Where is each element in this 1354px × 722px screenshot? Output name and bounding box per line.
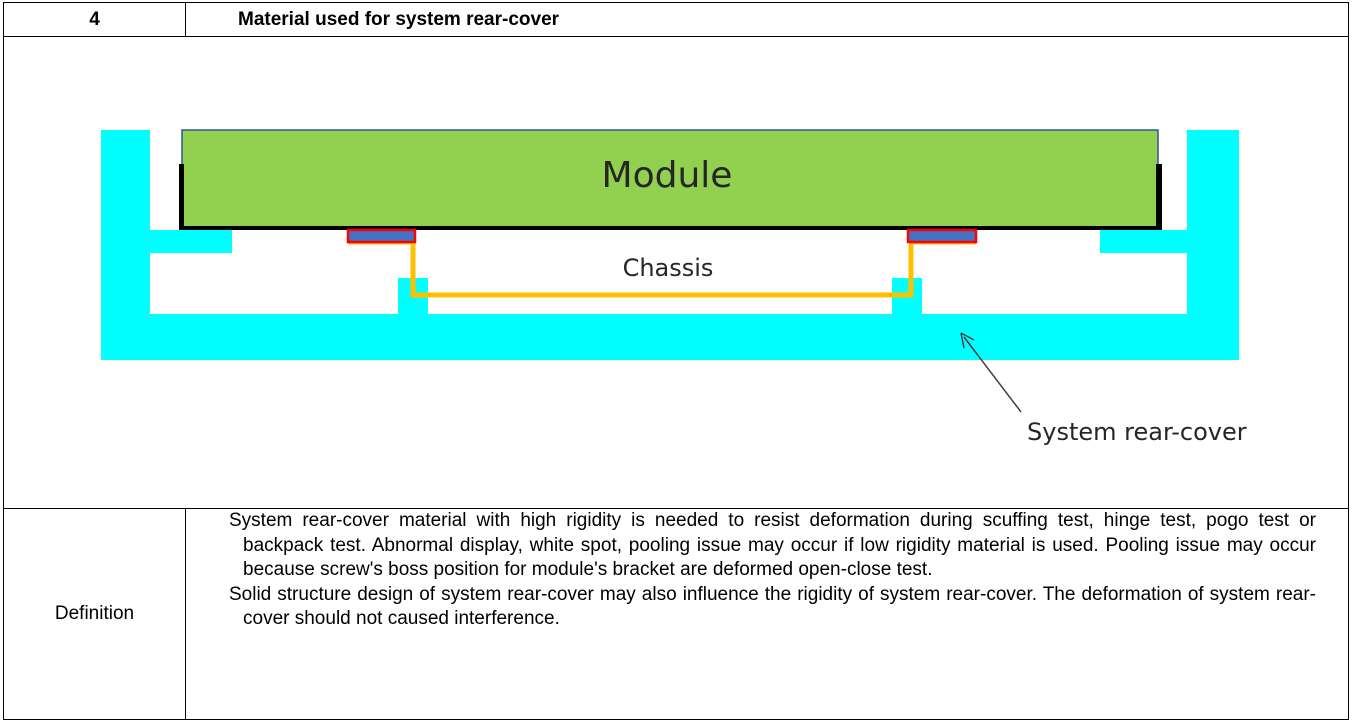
arrow-head-icon — [960, 332, 975, 349]
module-label: Module — [602, 155, 733, 196]
definition-paragraph-1: System rear-cover material with high rig… — [229, 510, 1316, 580]
chassis-left-pad — [346, 228, 417, 244]
rear-cover-shape — [101, 130, 1239, 360]
chassis-right-pad — [906, 228, 978, 244]
rear-cover-label: System rear-cover — [1027, 418, 1247, 446]
header-row: 4 Material used for system rear-cover — [3, 2, 1349, 37]
rear-cover-left-ledge — [150, 230, 232, 253]
callout-line — [963, 336, 1022, 413]
module-bottom-edge — [179, 226, 1162, 230]
definition-paragraph-2: Solid structure design of system rear-co… — [229, 583, 1316, 630]
rear-cover-right-ledge — [1100, 230, 1187, 253]
chassis-label: Chassis — [623, 254, 714, 282]
definition-label: Definition — [3, 508, 186, 720]
spec-table: 4 Material used for system rear-cover — [3, 2, 1349, 720]
rear-cover-base — [101, 314, 1239, 360]
cross-section-diagram: Module Chassis System rear-cover — [101, 129, 1247, 446]
figure-cell: Module Chassis System rear-cover — [3, 36, 1349, 509]
figure-row: Module Chassis System rear-cover — [3, 36, 1349, 509]
chassis-shape: Chassis — [346, 228, 978, 298]
module-shape: Module — [179, 129, 1162, 230]
item-number: 4 — [3, 2, 186, 37]
rear-cover-callout: System rear-cover — [960, 332, 1247, 446]
module-left-edge — [179, 164, 184, 230]
module-right-edge — [1156, 164, 1162, 230]
definition-row: Definition System rear-cover material wi… — [3, 508, 1349, 720]
item-title: Material used for system rear-cover — [185, 2, 1349, 37]
definition-body: System rear-cover material with high rig… — [185, 508, 1349, 720]
